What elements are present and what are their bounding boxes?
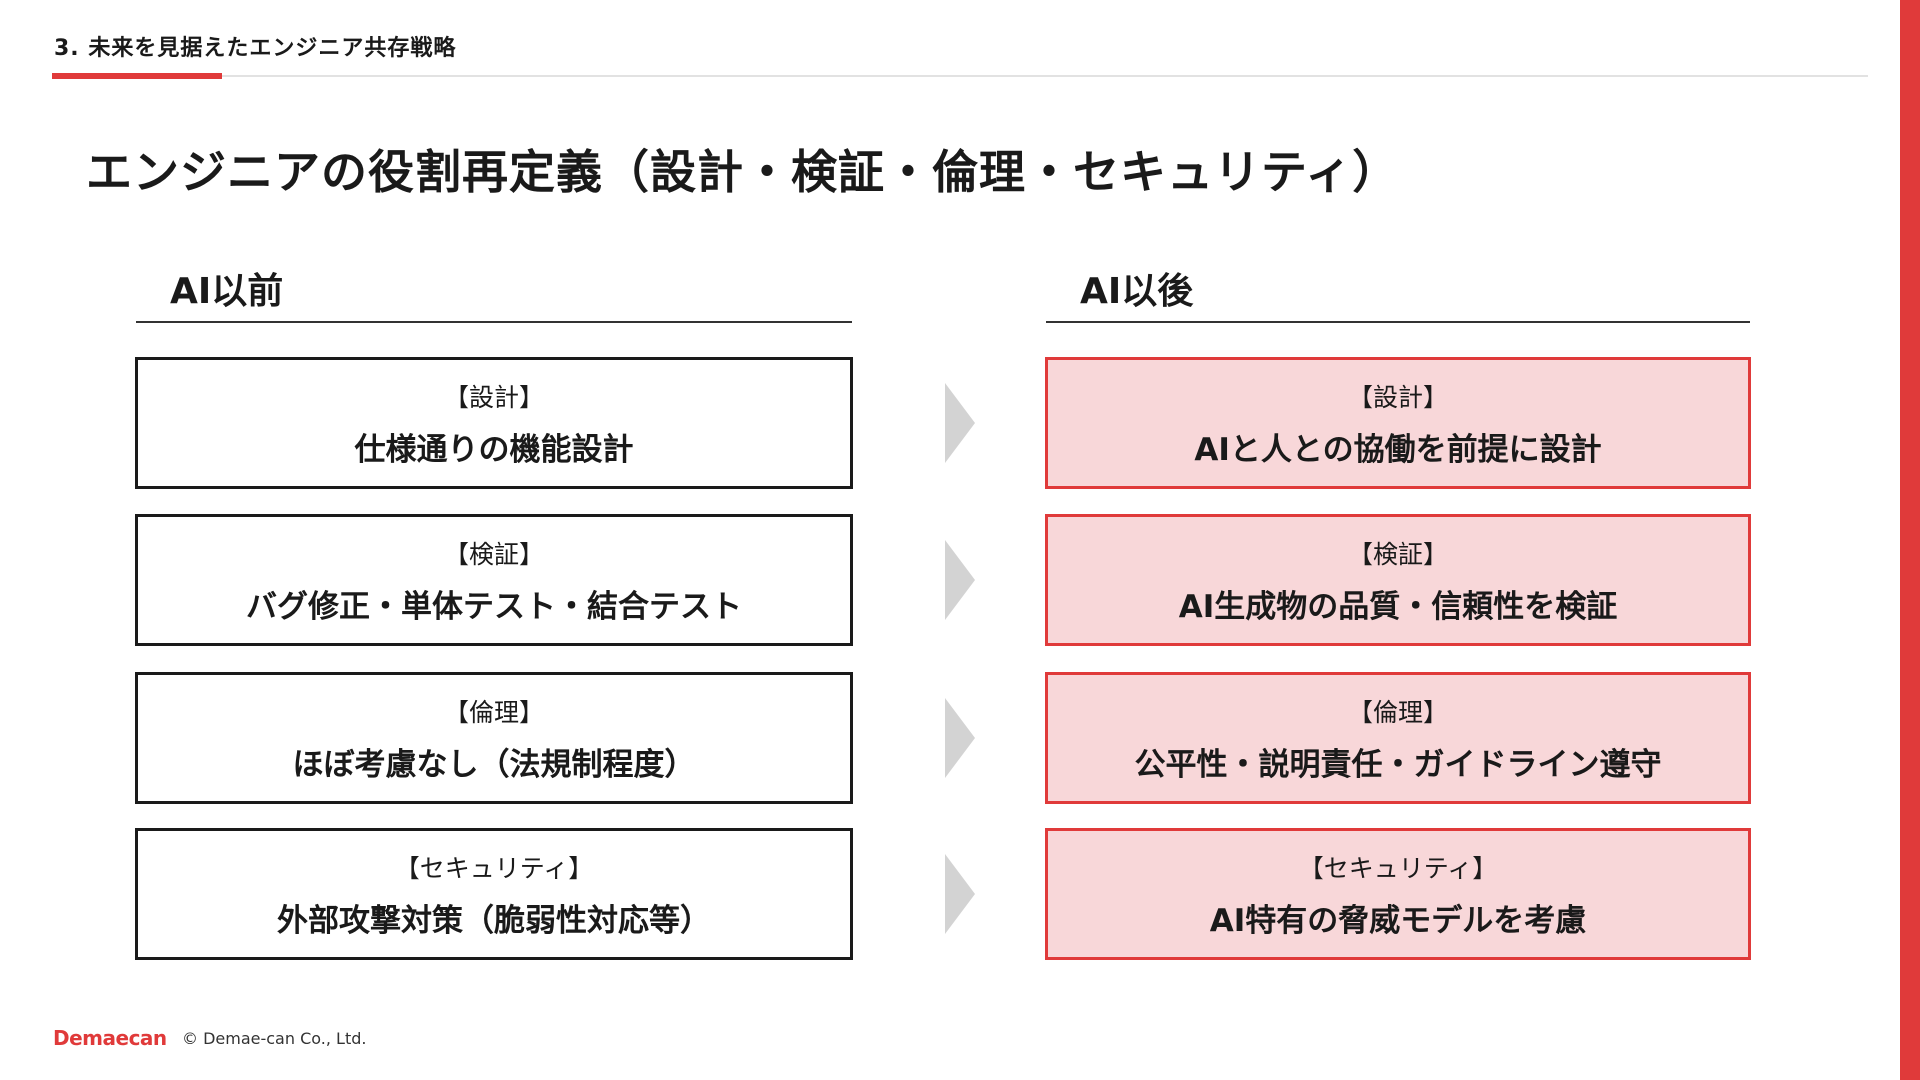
chevron-right-icon [945, 540, 975, 620]
card-before-ethics: 【倫理】 ほぼ考慮なし（法規制程度） [135, 672, 853, 804]
card-text: ほぼ考慮なし（法規制程度） [292, 746, 696, 783]
card-text: AI特有の脅威モデルを考慮 [1209, 902, 1587, 939]
column-divider-after [1046, 321, 1750, 323]
header-accent-line [52, 73, 222, 79]
card-text: バグ修正・単体テスト・結合テスト [246, 588, 742, 625]
card-category: 【倫理】 [443, 697, 544, 727]
card-category: 【セキュリティ】 [1298, 853, 1498, 883]
card-before-security: 【セキュリティ】 外部攻撃対策（脆弱性対応等） [135, 828, 853, 960]
card-before-verification: 【検証】 バグ修正・単体テスト・結合テスト [135, 514, 853, 646]
card-after-verification: 【検証】 AI生成物の品質・信頼性を検証 [1045, 514, 1751, 646]
card-text: 公平性・説明責任・ガイドライン遵守 [1134, 746, 1662, 783]
card-after-ethics: 【倫理】 公平性・説明責任・ガイドライン遵守 [1045, 672, 1751, 804]
page-title: エンジニアの役割再定義（設計・検証・倫理・セキュリティ） [86, 145, 1400, 199]
card-category: 【設計】 [1347, 382, 1448, 412]
chevron-right-icon [945, 854, 975, 934]
card-after-security: 【セキュリティ】 AI特有の脅威モデルを考慮 [1045, 828, 1751, 960]
column-heading-after: AI以後 [1080, 271, 1194, 312]
card-before-design: 【設計】 仕様通りの機能設計 [135, 357, 853, 489]
card-text: AI生成物の品質・信頼性を検証 [1178, 588, 1618, 625]
card-text: 仕様通りの機能設計 [354, 431, 634, 468]
column-heading-before: AI以前 [170, 271, 284, 312]
accent-side-bar [1900, 0, 1920, 1080]
card-text: AIと人との協働を前提に設計 [1194, 431, 1602, 468]
card-text: 外部攻撃対策（脆弱性対応等） [277, 902, 711, 939]
copyright-notice: © Demae-can Co., Ltd. [182, 1029, 367, 1048]
chevron-right-icon [945, 383, 975, 463]
column-divider-before [136, 321, 852, 323]
card-after-design: 【設計】 AIと人との協働を前提に設計 [1045, 357, 1751, 489]
card-category: 【セキュリティ】 [394, 853, 594, 883]
chevron-right-icon [945, 698, 975, 778]
brand-logo: Demaecan [53, 1026, 167, 1050]
header-divider [52, 75, 1868, 77]
card-category: 【検証】 [1347, 539, 1448, 569]
card-category: 【倫理】 [1347, 697, 1448, 727]
section-label: 3. 未来を見据えたエンジニア共存戦略 [54, 36, 457, 61]
card-category: 【検証】 [443, 539, 544, 569]
card-category: 【設計】 [443, 382, 544, 412]
